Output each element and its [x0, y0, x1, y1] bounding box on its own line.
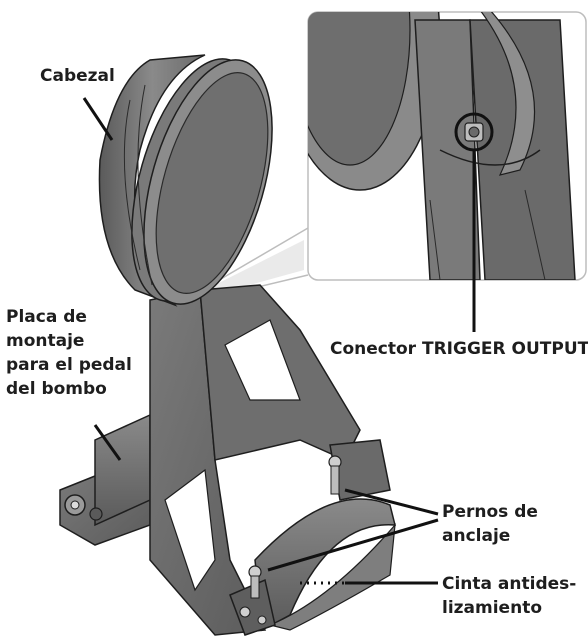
anchor-bolt-upper — [328, 455, 342, 495]
label-mount-plate-line2: montaje — [6, 331, 85, 351]
label-anchor-bolts: Pernos de anclaje — [442, 500, 538, 548]
anchor-bolt-lower — [248, 565, 262, 599]
label-anti-slip-tape: Cinta antides- lizamiento — [442, 572, 576, 620]
label-trigger-output: Conector TRIGGER OUTPUT — [330, 337, 588, 361]
kick-pad-body — [59, 54, 396, 636]
callout-head — [82, 97, 114, 141]
callout-bolt-lower — [267, 518, 439, 572]
pad-head — [98, 54, 273, 307]
label-anti-slip-tape-line1: Cinta antides- — [442, 574, 577, 594]
label-anchor-bolts-line1: Pernos de — [442, 502, 538, 522]
label-anchor-bolts-line2: anclaje — [442, 526, 511, 546]
label-mount-plate-line3: para el pedal — [6, 355, 132, 375]
anti-slip-tape — [268, 523, 396, 631]
trigger-output-jack — [454, 112, 494, 152]
label-head-text: Cabezal — [40, 66, 115, 86]
label-trigger-output-text: Conector TRIGGER OUTPUT — [330, 339, 588, 359]
callout-bolt-upper — [344, 488, 439, 516]
callout-mount-plate — [93, 424, 122, 461]
label-anti-slip-tape-line2: lizamiento — [442, 598, 542, 618]
label-mount-plate: Placa de montaje para el pedal del bombo — [6, 305, 132, 401]
label-head: Cabezal — [40, 64, 115, 88]
callout-lines — [82, 97, 476, 585]
trigger-output-inset — [307, 11, 587, 281]
label-mount-plate-line4: del bombo — [6, 379, 107, 399]
label-mount-plate-line1: Placa de — [6, 307, 87, 327]
